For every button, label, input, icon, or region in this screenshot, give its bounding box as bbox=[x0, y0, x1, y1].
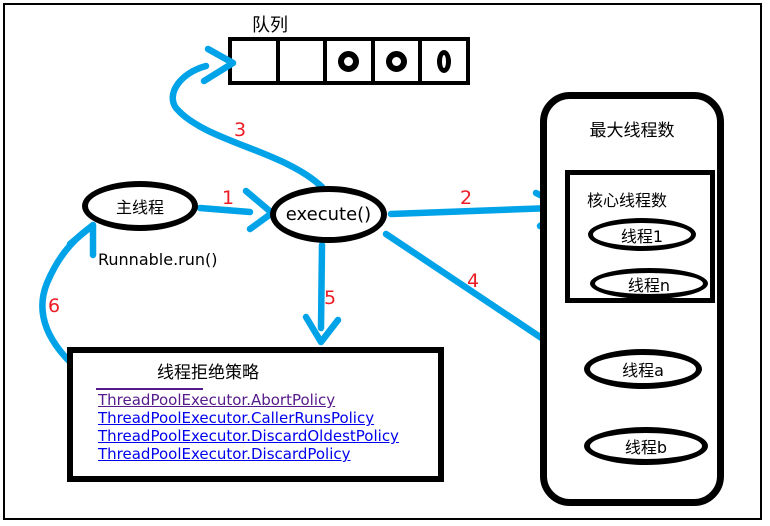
thread-a-label: 线程a bbox=[622, 361, 664, 380]
step-number-1: 1 bbox=[222, 187, 235, 209]
max-threads-title: 最大线程数 bbox=[589, 121, 675, 141]
task-icon bbox=[338, 50, 360, 72]
rejection-policy-box: 线程拒绝策略 ThreadPoolExecutor.AbortPolicy Th… bbox=[67, 347, 444, 482]
queue-cell bbox=[375, 41, 423, 81]
main-thread-label: 主线程 bbox=[115, 198, 164, 217]
step-number-6: 6 bbox=[48, 295, 61, 317]
step-number-2: 2 bbox=[460, 187, 473, 209]
link-abort-policy[interactable]: ThreadPoolExecutor.AbortPolicy bbox=[98, 391, 336, 409]
runnable-run-label: Runnable.run() bbox=[98, 250, 218, 269]
rejection-policy-title: 线程拒绝策略 bbox=[157, 363, 259, 383]
rejection-links: ThreadPoolExecutor.AbortPolicy ThreadPoo… bbox=[98, 391, 399, 463]
queue-cell bbox=[232, 41, 280, 81]
link-discard-oldest-policy[interactable]: ThreadPoolExecutor.DiscardOldestPolicy bbox=[98, 427, 399, 445]
core-threads-title: 核心线程数 bbox=[587, 191, 668, 210]
max-threads-box: 最大线程数 核心线程数 线程1 线程n 线程a 线程b bbox=[540, 92, 724, 506]
queue-cell bbox=[280, 41, 328, 81]
core-threads-box: 核心线程数 线程1 线程n bbox=[565, 170, 715, 303]
queue-cell bbox=[422, 41, 466, 81]
task-icon bbox=[437, 49, 452, 73]
thread-b-label: 线程b bbox=[624, 438, 668, 457]
step-number-3: 3 bbox=[234, 119, 247, 141]
diagram-border bbox=[3, 3, 762, 520]
execute-node: execute() bbox=[270, 186, 387, 243]
thread-b-node: 线程b bbox=[584, 427, 708, 465]
thread-n-node: 线程n bbox=[590, 268, 708, 299]
queue-box bbox=[228, 37, 470, 85]
execute-label: execute() bbox=[285, 204, 372, 225]
rejection-divider bbox=[96, 388, 203, 390]
queue-label: 队列 bbox=[252, 15, 288, 36]
thread-1-label: 线程1 bbox=[620, 226, 664, 246]
task-icon bbox=[386, 50, 408, 72]
step-number-5: 5 bbox=[324, 287, 337, 309]
link-caller-runs-policy[interactable]: ThreadPoolExecutor.CallerRunsPolicy bbox=[98, 409, 375, 427]
thread-n-label: 线程n bbox=[627, 275, 671, 295]
queue-cell bbox=[327, 41, 375, 81]
main-thread-node: 主线程 bbox=[82, 181, 198, 231]
thread-1-node: 线程1 bbox=[588, 218, 696, 251]
link-discard-policy[interactable]: ThreadPoolExecutor.DiscardPolicy bbox=[98, 445, 351, 463]
thread-a-node: 线程a bbox=[584, 349, 702, 389]
step-number-4: 4 bbox=[467, 270, 480, 292]
